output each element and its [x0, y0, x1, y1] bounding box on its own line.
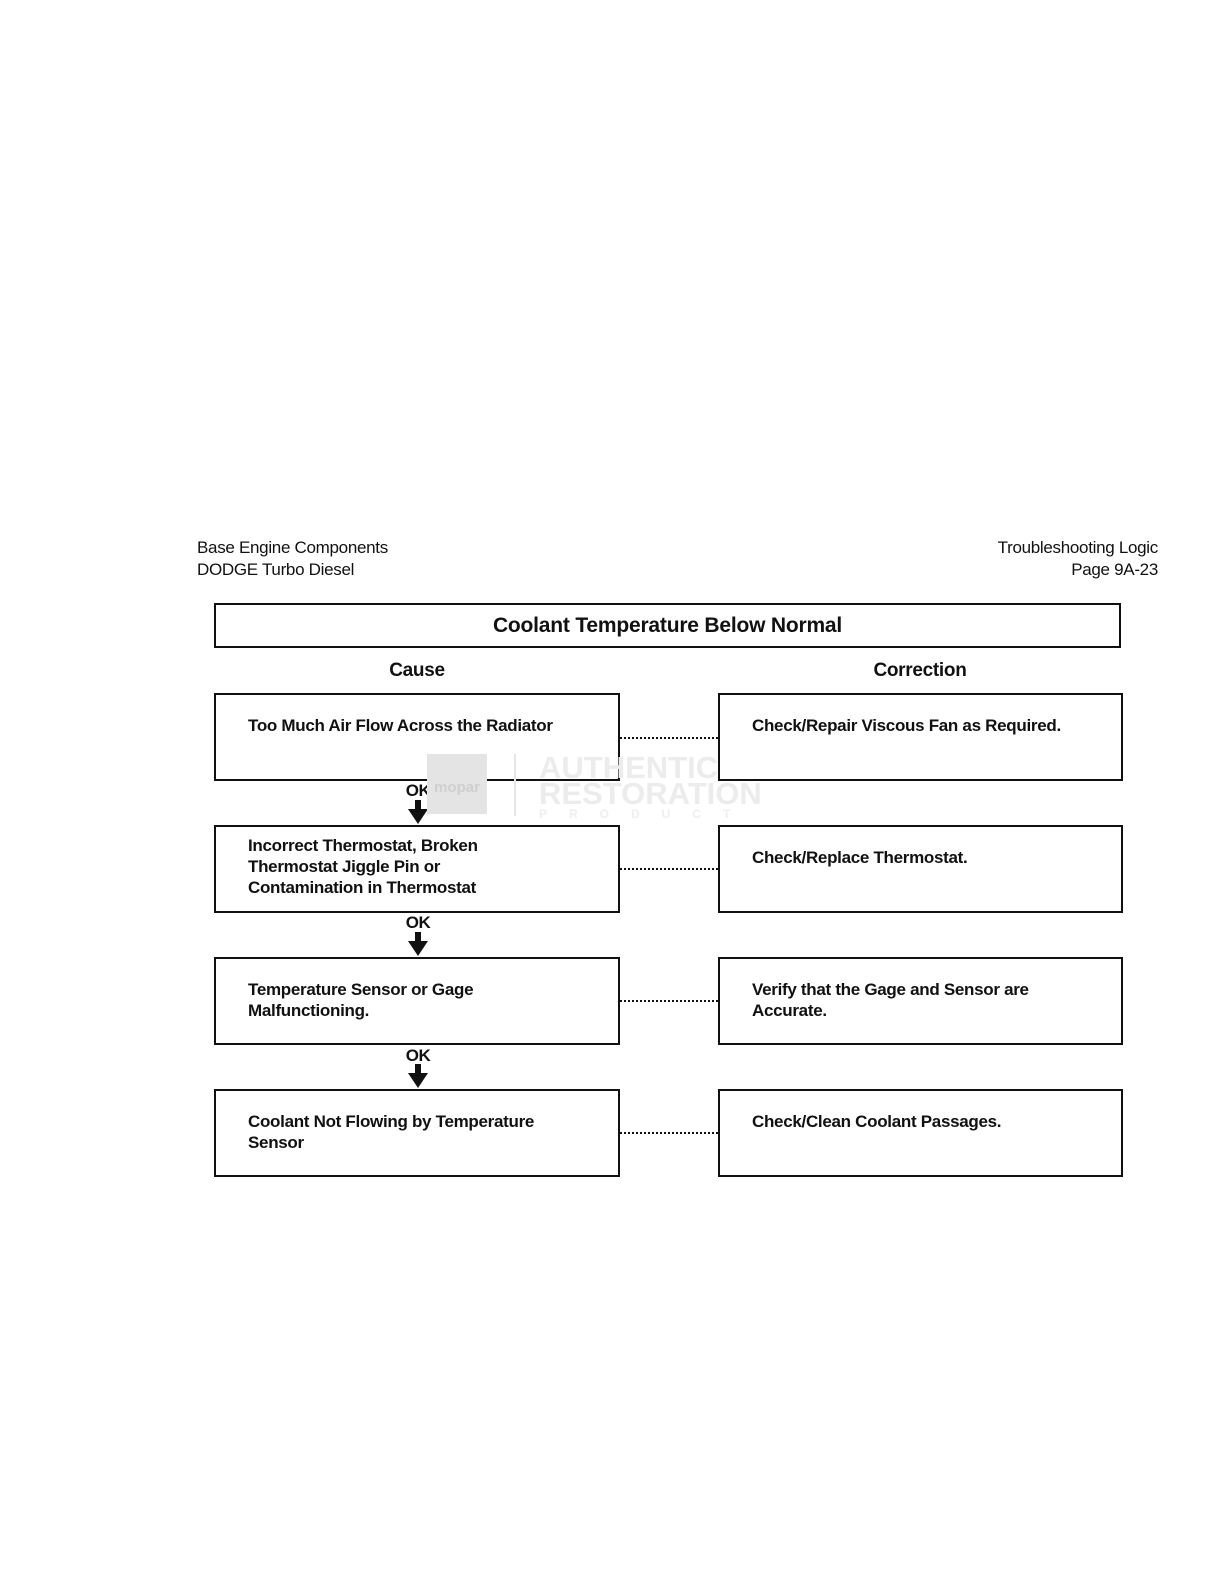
- watermark-line-3: PRODUCT: [539, 807, 752, 820]
- correction-text: Verify that the Gage and Sensor are: [752, 980, 1029, 999]
- cause-text: Incorrect Thermostat, Broken: [248, 836, 478, 855]
- correction-text: Check/Replace Thermostat.: [752, 848, 968, 867]
- section-name: Base Engine Components: [197, 538, 388, 557]
- cause-box-2: Incorrect Thermostat, Broken Thermostat …: [214, 825, 620, 913]
- correction-text: Accurate.: [752, 1001, 827, 1020]
- ok-label-1: OK: [405, 781, 431, 800]
- correction-text: Check/Clean Coolant Passages.: [752, 1112, 1002, 1131]
- cause-text: Contamination in Thermostat: [248, 878, 477, 897]
- chapter-name: Troubleshooting Logic: [997, 538, 1159, 557]
- cause-text: Temperature Sensor or Gage: [248, 980, 474, 999]
- flowchart-title-box: Coolant Temperature Below Normal: [214, 603, 1121, 648]
- cause-text: Coolant Not Flowing by Temperature: [248, 1112, 535, 1131]
- down-arrow-icon: [408, 800, 428, 824]
- vehicle-name: DODGE Turbo Diesel: [197, 560, 355, 579]
- cause-text: Malfunctioning.: [248, 1001, 370, 1020]
- correction-text: Check/Repair Viscous Fan as Required.: [752, 716, 1061, 735]
- cause-column-heading: Cause: [389, 660, 445, 681]
- document-header-right: Troubleshooting Logic Page 9A-23: [997, 537, 1159, 581]
- ok-label-2: OK: [405, 913, 431, 932]
- cause-text: Thermostat Jiggle Pin or: [248, 857, 441, 876]
- down-arrow-icon: [408, 1064, 428, 1088]
- cause-text: Too Much Air Flow Across the Radiator: [248, 716, 553, 735]
- correction-column-heading: Correction: [873, 660, 967, 681]
- dotted-connector-1: [620, 737, 718, 739]
- dotted-connector-4: [620, 1132, 718, 1134]
- cause-text: Sensor: [248, 1133, 304, 1152]
- correction-box-3: Verify that the Gage and Sensor are Accu…: [718, 957, 1123, 1045]
- dotted-connector-2: [620, 868, 718, 870]
- watermark-logo-text: mopar: [434, 779, 480, 796]
- correction-box-2: Check/Replace Thermostat.: [718, 825, 1123, 913]
- correction-box-1: Check/Repair Viscous Fan as Required.: [718, 693, 1123, 781]
- correction-box-4: Check/Clean Coolant Passages.: [718, 1089, 1123, 1177]
- document-header-left: Base Engine Components DODGE Turbo Diese…: [197, 537, 388, 581]
- cause-box-4: Coolant Not Flowing by Temperature Senso…: [214, 1089, 620, 1177]
- page-number: Page 9A-23: [1071, 560, 1158, 579]
- watermark-line-2: RESTORATION: [539, 776, 762, 811]
- flowchart-title: Coolant Temperature Below Normal: [492, 613, 843, 637]
- ok-label-3: OK: [405, 1046, 431, 1065]
- cause-box-3: Temperature Sensor or Gage Malfunctionin…: [214, 957, 620, 1045]
- dotted-connector-3: [620, 1000, 718, 1002]
- cause-box-1: Too Much Air Flow Across the Radiator: [214, 693, 620, 781]
- down-arrow-icon: [408, 932, 428, 956]
